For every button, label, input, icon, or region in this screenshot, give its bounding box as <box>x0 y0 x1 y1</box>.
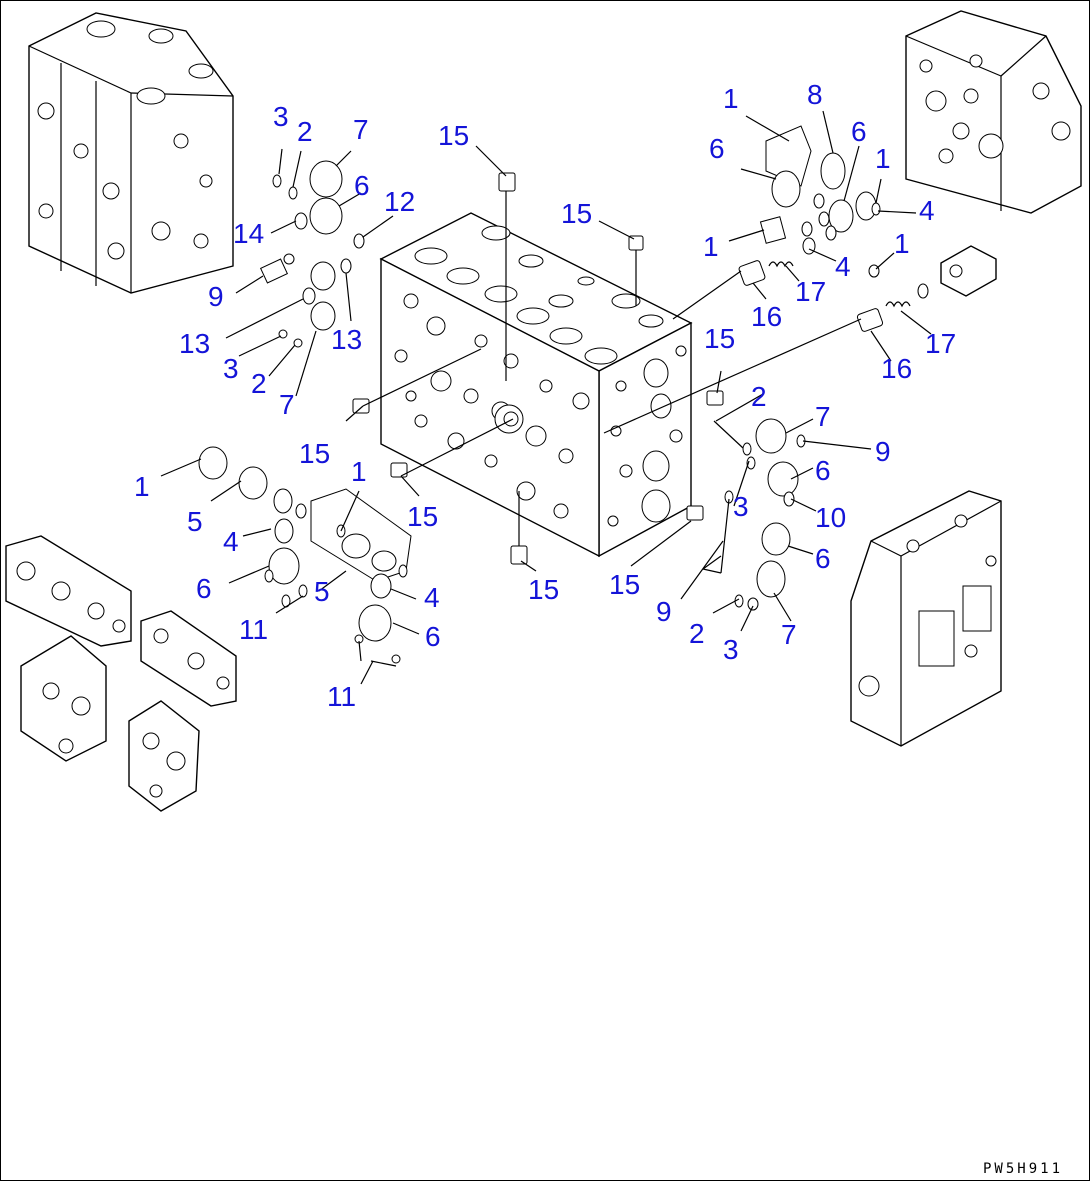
callout-6: 6 <box>709 133 725 164</box>
callout-11: 11 <box>239 614 268 645</box>
callout-6: 6 <box>425 621 441 652</box>
callout-9: 9 <box>656 596 672 627</box>
callout-15: 15 <box>407 501 438 532</box>
callout-3: 3 <box>273 101 289 132</box>
callout-5: 5 <box>314 576 330 607</box>
callout-9: 9 <box>208 281 224 312</box>
callout-6: 6 <box>354 170 370 201</box>
callout-15: 15 <box>609 569 640 600</box>
callout-16: 16 <box>881 353 912 384</box>
callout-1: 1 <box>351 456 367 487</box>
section-bottom-left-group <box>5 535 237 812</box>
callout-4: 4 <box>223 526 239 557</box>
callout-7: 7 <box>279 389 295 420</box>
callout-4: 4 <box>424 582 440 613</box>
leader-lines <box>160 110 932 685</box>
callout-7: 7 <box>353 114 369 145</box>
callout-11: 11 <box>327 681 356 712</box>
callout-10: 10 <box>815 502 846 533</box>
callout-14: 14 <box>233 218 264 249</box>
callout-15: 15 <box>528 574 559 605</box>
callout-1: 1 <box>134 471 150 502</box>
callout-6: 6 <box>851 116 867 147</box>
callout-4: 4 <box>835 251 851 282</box>
callout-6: 6 <box>815 543 831 574</box>
callout-1: 1 <box>723 83 739 114</box>
callout-2: 2 <box>689 618 705 649</box>
callout-16: 16 <box>751 301 782 332</box>
callout-8: 8 <box>807 79 823 110</box>
callout-15: 15 <box>704 323 735 354</box>
callout-2: 2 <box>251 368 267 399</box>
callout-5: 5 <box>187 506 203 537</box>
callout-13: 13 <box>331 324 362 355</box>
callout-1: 1 <box>875 143 891 174</box>
callout-3: 3 <box>733 491 749 522</box>
callout-9: 9 <box>875 436 891 467</box>
section-bottom-right <box>850 490 1002 747</box>
callout-15: 15 <box>299 438 330 469</box>
section-top-right <box>905 10 1082 214</box>
small-parts <box>198 125 929 664</box>
callout-4: 4 <box>919 195 935 226</box>
callout-13: 13 <box>179 328 210 359</box>
callout-15: 15 <box>561 198 592 229</box>
callout-15: 15 <box>438 120 469 151</box>
callout-7: 7 <box>781 619 797 650</box>
callout-2: 2 <box>751 381 767 412</box>
callout-12: 12 <box>384 186 415 217</box>
callout-1: 1 <box>703 231 719 262</box>
end-cap-block <box>940 245 997 297</box>
callout-2: 2 <box>297 116 313 147</box>
callout-3: 3 <box>223 353 239 384</box>
drawing-code: PW5H911 <box>983 1161 1063 1177</box>
callout-1: 1 <box>894 228 910 259</box>
section-top-left <box>28 12 234 294</box>
callout-3: 3 <box>723 634 739 665</box>
callout-labels: 3 2 7 6 14 12 9 13 13 3 2 7 15 15 15 1 8… <box>134 79 956 712</box>
callout-6: 6 <box>815 455 831 486</box>
callout-7: 7 <box>815 401 831 432</box>
callout-17: 17 <box>925 328 956 359</box>
callout-6: 6 <box>196 573 212 604</box>
main-valve-body <box>379 212 693 558</box>
callout-17: 17 <box>795 276 826 307</box>
